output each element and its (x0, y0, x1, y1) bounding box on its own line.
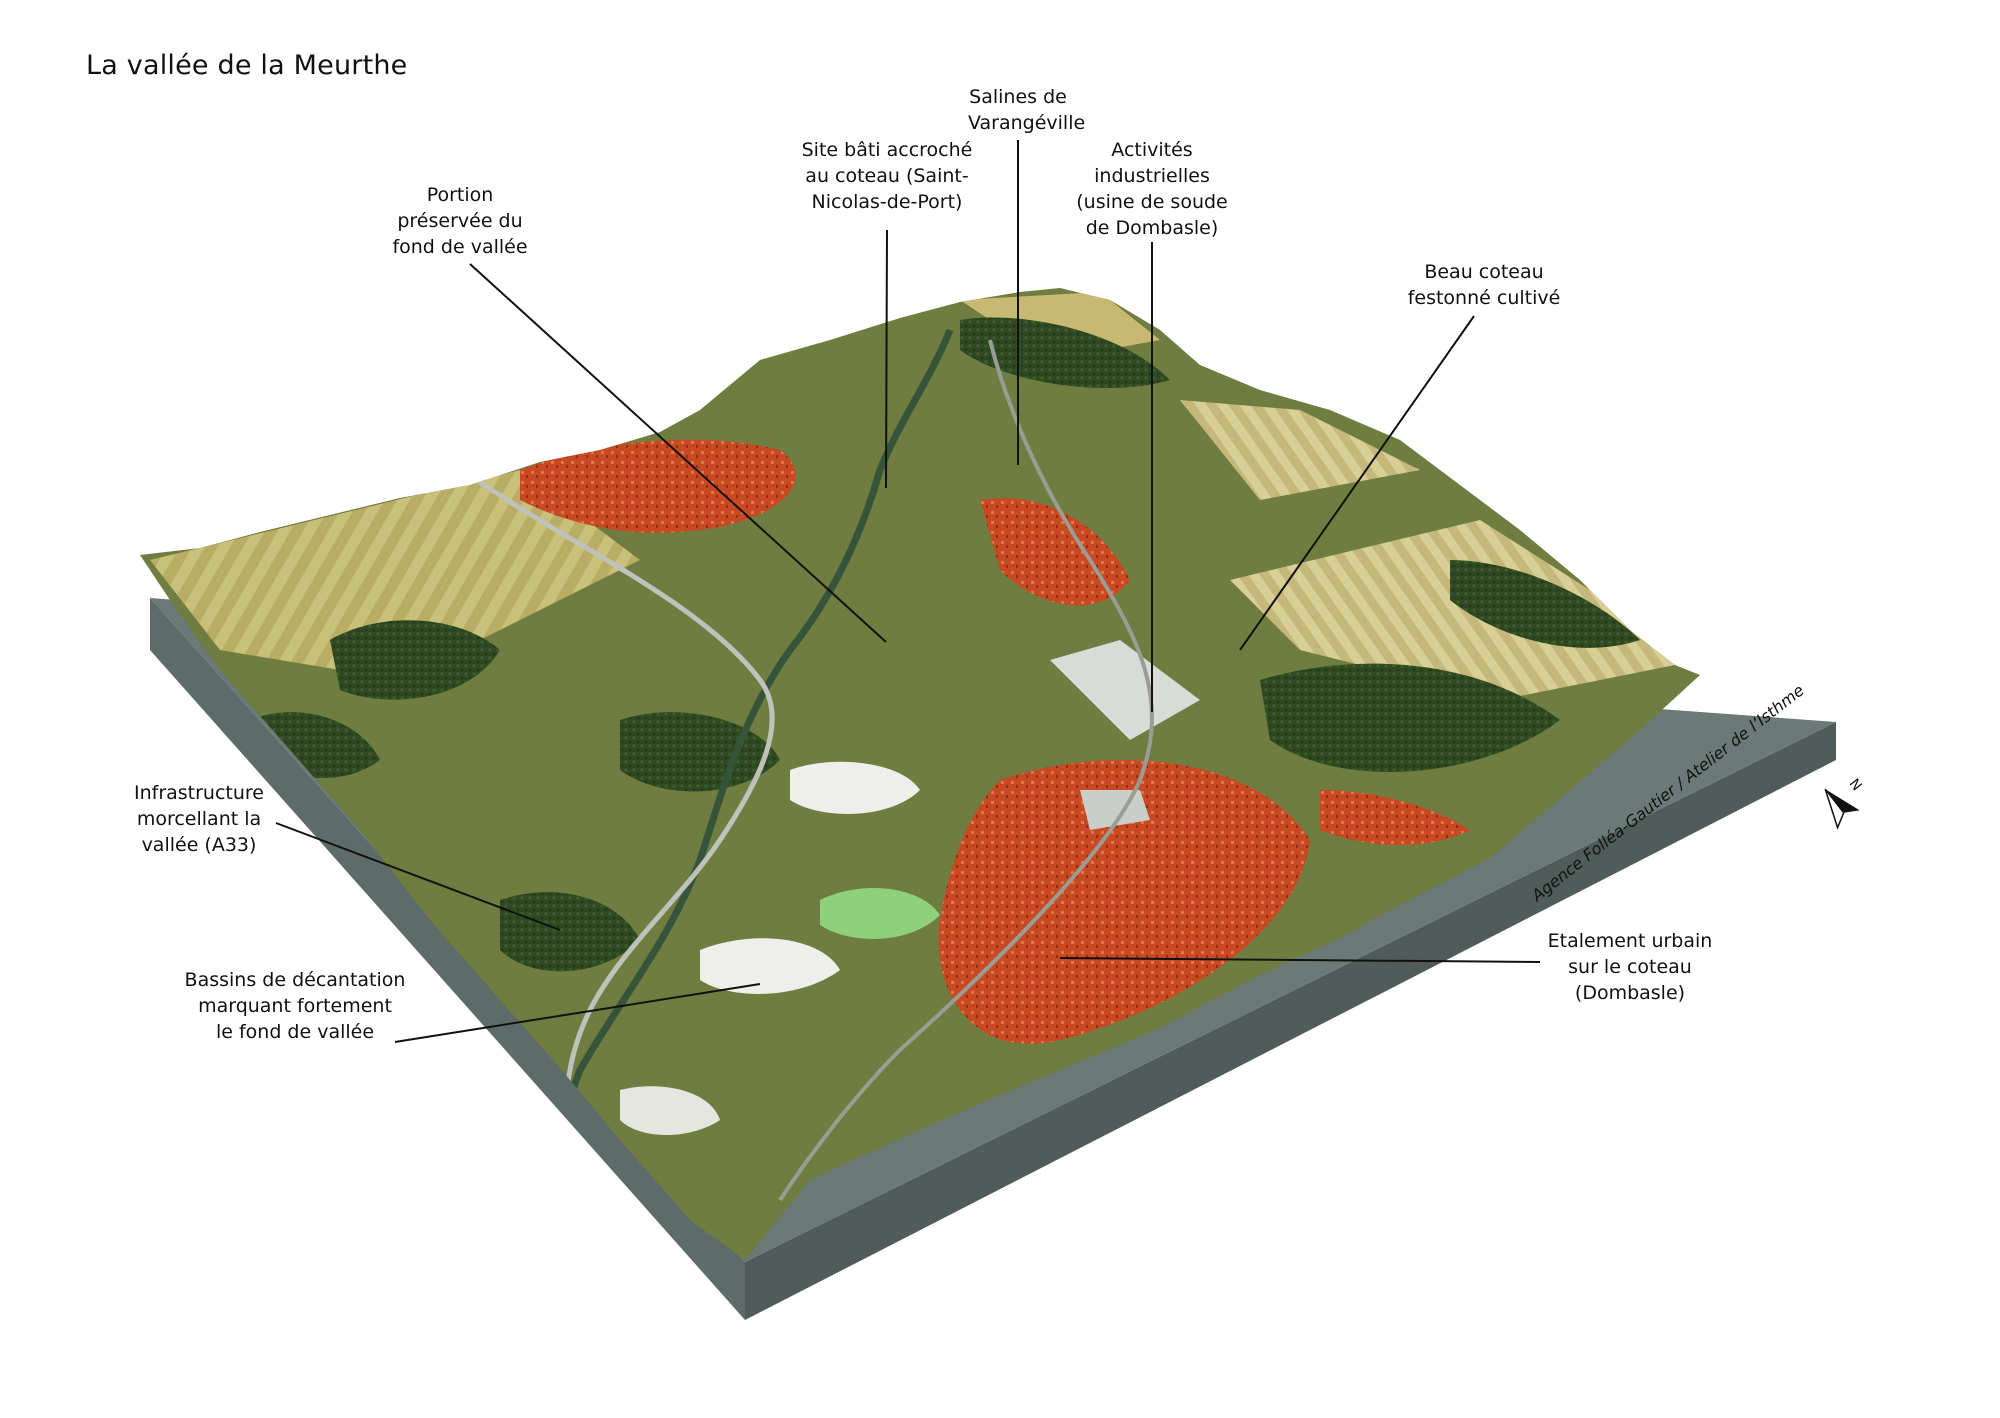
meurthe-river (536, 328, 954, 1242)
base-slab-bottom-face (745, 722, 1836, 1320)
a33-highway (468, 472, 775, 1161)
leader-etalement (1059, 957, 1541, 963)
leader-site-bati (885, 229, 888, 489)
leader-portion (469, 263, 887, 643)
leader-bassins (394, 983, 761, 1043)
decantation-basin (790, 761, 920, 814)
north-label: N (1846, 776, 1865, 794)
leader-lines (275, 140, 1541, 1043)
map-title: La vallée de la Meurthe (86, 50, 408, 81)
decantation-lake (820, 888, 940, 939)
north-arrow: N (1824, 776, 1865, 830)
leader-infrastructure (275, 822, 561, 931)
leader-beau-coteau (1239, 315, 1475, 651)
base-slab-left-face (150, 598, 745, 1320)
